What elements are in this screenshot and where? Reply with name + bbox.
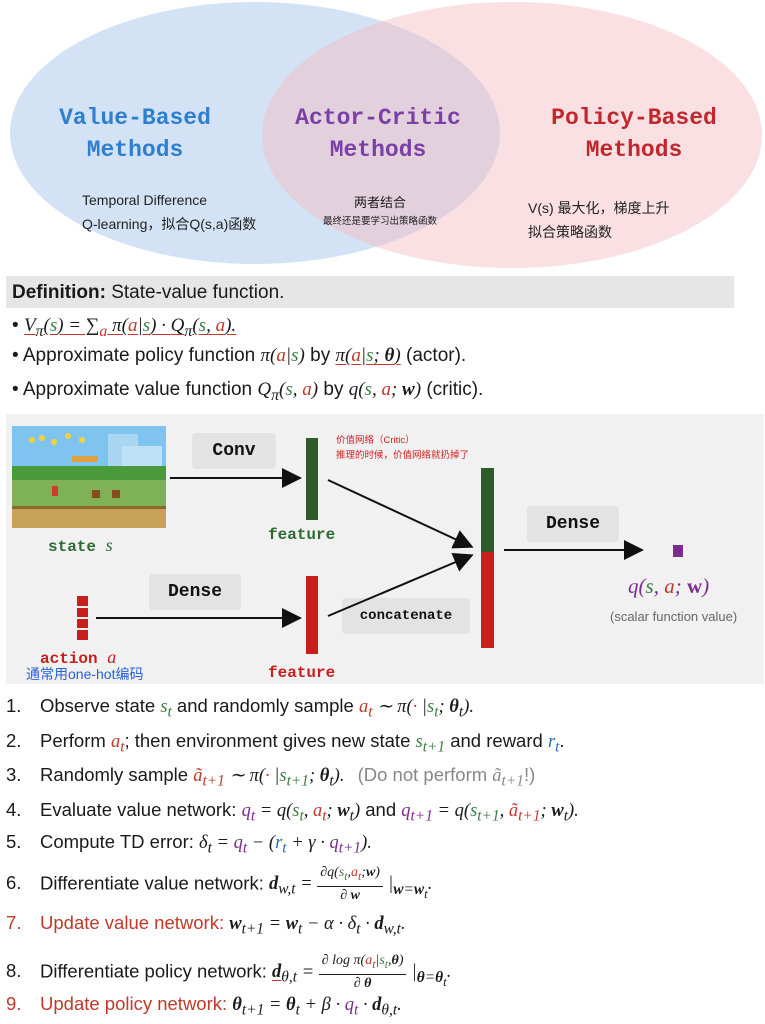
policy-based-note-line2: 拟合策略函数 [528,224,612,240]
step-2-connector-2: and reward [445,730,548,751]
actor-critic-note-line1: 两者结合 [353,195,406,210]
dense-bottom-block: Dense [149,574,241,610]
definition-line-3-suffix: (critic). [421,379,484,400]
step-text: Evaluate value network: [40,799,237,820]
output-caption: (scalar function value) [610,609,738,624]
step-number: 4. [6,799,22,820]
definition-line-2-text: Approximate policy function [18,345,261,366]
value-based-title: Value-Based Methods [30,102,240,166]
step-number: 3. [6,764,22,785]
definition-line-3-text: Approximate value function [18,379,258,400]
concat-bar-red [481,552,494,648]
step-4: 4.Evaluate value network: qt = q(st, at;… [6,799,579,825]
bullet: • [12,315,19,336]
dense-top-block: Dense [527,506,619,542]
arrow-feature-bottom-to-concat [327,553,474,617]
step-text: Update policy network: [40,993,228,1014]
game-state-image [12,426,166,528]
step-3: 3.Randomly sample ãt+1 ∼ π(· |st+1; θt).… [6,764,536,790]
arrow-feature-top-to-concat [327,479,474,549]
step-number: 8. [6,960,22,982]
actor-critic-title-line1: Actor-Critic [295,105,461,131]
feature-bar-bottom [306,576,318,654]
step-4-connector: and [360,799,402,820]
step-7: 7.Update value network: wt+1 = wt − α · … [6,912,406,938]
conv-block: Conv [192,433,276,469]
step-2: 2.Perform at; then environment gives new… [6,730,565,756]
step-text: Perform [40,730,106,751]
critic-note: 价值网络（Critic） 推理的时候，价值网络就扔掉了 [336,433,469,463]
value-based-circle [10,2,500,264]
policy-based-note-line1: V(s) 最大化，梯度上升 [528,200,670,216]
step-6: 6.Differentiate value network: dw,t = ∂q… [6,865,433,903]
definition-heading-bold: Definition: [12,282,106,303]
feature-top-label: feature [268,526,336,544]
step-number: 9. [6,993,22,1014]
critic-note-line2: 推理的时候，价值网络就扔掉了 [336,450,470,461]
definition-heading-text: State-value function. [105,282,285,303]
step-2-connector: ; then environment gives new state [124,730,416,751]
action-vector-divider [77,606,88,608]
step-text: Observe state [40,695,156,716]
value-based-note-line2: Q-learning，拟合Q(s,a)函数 [82,216,257,232]
step-text: Randomly sample [40,764,189,785]
step-text: Differentiate value network: [40,872,264,894]
actor-critic-title: Actor-Critic Methods [270,102,486,166]
policy-based-title: Policy-Based Methods [524,102,744,166]
output-formula: q(s, a; w) [628,574,710,598]
step-1: 1.Observe state st and randomly sample a… [6,695,474,721]
step-5: 5.Compute TD error: δt = qt − (rt + γ · … [6,831,372,857]
bullet: • [12,345,19,366]
step-number: 1. [6,695,22,716]
definition-heading: Definition: State-value function. [12,282,284,304]
value-based-note-line1: Temporal Difference [82,192,208,208]
step-3-note: (Do not perform [357,764,493,785]
actor-critic-title-line2: Methods [329,137,427,163]
step-number: 6. [6,872,22,894]
state-label: state s [48,535,113,556]
policy-based-title-line2: Methods [585,137,683,163]
definition-line-2-by: by [304,345,336,366]
definition-line-2: • Approximate policy function π(a|s) by … [12,345,467,366]
definition-heading-bar [6,276,734,308]
actor-critic-note: 两者结合 最终还是要学习出策略函数 [300,193,460,227]
action-variable: a [107,647,117,667]
step-text: Update value network: [40,912,225,933]
policy-based-note: V(s) 最大化，梯度上升 拟合策略函数 [528,196,670,244]
definition-line-3-by: by [318,379,349,400]
onehot-note: 通常用one-hot编码 [26,666,144,682]
definition-line-2-suffix: (actor). [400,345,467,366]
bullet: • [12,379,19,400]
definition-line-1: • Vπ(s) = ∑a π(a|s) · Qπ(s, a). [12,315,237,340]
action-label-text: action [40,650,98,668]
step-3-note-end: !) [523,764,536,785]
feature-bottom-label: feature [268,664,336,682]
state-label-text: state [48,538,97,556]
action-label: action a [40,647,116,668]
value-based-title-line2: Methods [86,137,184,163]
step-text: Compute TD error: [40,831,194,852]
step-text: Differentiate policy network: [40,960,267,982]
value-based-note: Temporal Difference Q-learning，拟合Q(s,a)函… [82,188,256,236]
step-1-connector: and randomly sample [171,695,359,716]
feature-bar-top [306,438,318,520]
value-based-title-line1: Value-Based [59,105,211,131]
concat-bar-green [481,468,494,552]
action-vector-divider [77,628,88,630]
step-number: 7. [6,912,22,933]
step-8: 8.Differentiate policy network: dθ,t = ∂… [6,953,452,991]
actor-critic-note-line2: 最终还是要学习出策略函数 [322,216,437,227]
policy-based-circle [262,2,762,268]
definition-line-3: • Approximate value function Qπ(s, a) by… [12,379,484,404]
critic-note-line1: 价值网络（Critic） [336,435,415,446]
state-variable: s [105,535,113,555]
step-number: 2. [6,730,22,751]
output-scalar [673,545,683,557]
step-number: 5. [6,831,22,852]
action-vector-divider [77,617,88,619]
policy-based-title-line1: Policy-Based [551,105,717,131]
step-9: 9.Update policy network: θt+1 = θt + β ·… [6,993,402,1019]
concatenate-block: concatenate [342,598,470,634]
